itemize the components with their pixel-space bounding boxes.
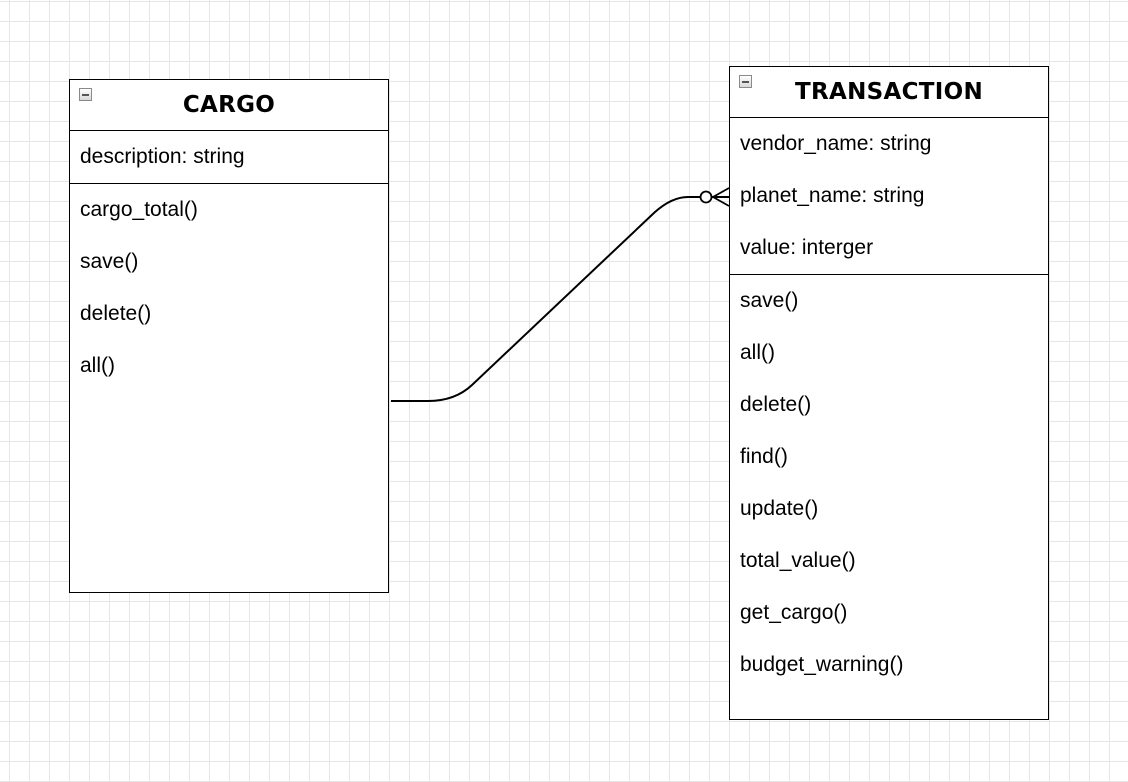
transaction-header[interactable]: TRANSACTION	[730, 67, 1048, 118]
method-row[interactable]: find()	[740, 445, 788, 468]
method-row[interactable]: save()	[80, 250, 139, 273]
method-row[interactable]: cargo_total()	[80, 198, 198, 221]
attribute-row[interactable]: planet_name: string	[740, 184, 925, 207]
method-row[interactable]: all()	[740, 341, 775, 364]
collapse-icon[interactable]	[79, 88, 92, 101]
method-row[interactable]: save()	[740, 289, 799, 312]
attribute-row[interactable]: description: string	[80, 145, 245, 168]
crows-foot-icon	[712, 187, 730, 207]
cargo-title: CARGO	[182, 92, 276, 118]
transaction-title: TRANSACTION	[794, 79, 984, 105]
attribute-row[interactable]: value: interger	[740, 236, 874, 259]
zero-cardinality-icon	[699, 190, 713, 204]
cargo-entity[interactable]: CARGO description: string cargo_total() …	[69, 79, 389, 593]
transaction-attributes: vendor_name: string planet_name: string …	[730, 118, 1048, 275]
method-row[interactable]: delete()	[740, 393, 812, 416]
method-row[interactable]: delete()	[80, 302, 152, 325]
collapse-icon[interactable]	[739, 75, 752, 88]
relationship-line[interactable]	[391, 196, 729, 402]
transaction-methods: save() all() delete() find() update() to…	[730, 275, 1048, 691]
method-row[interactable]: all()	[80, 354, 115, 377]
cargo-attributes: description: string	[70, 131, 388, 184]
method-row[interactable]: update()	[740, 497, 819, 520]
method-row[interactable]: budget_warning()	[740, 653, 904, 676]
cargo-methods: cargo_total() save() delete() all()	[70, 184, 388, 392]
transaction-entity[interactable]: TRANSACTION vendor_name: string planet_n…	[729, 66, 1049, 720]
cargo-header[interactable]: CARGO	[70, 80, 388, 131]
method-row[interactable]: get_cargo()	[740, 601, 848, 624]
method-row[interactable]: total_value()	[740, 549, 856, 572]
attribute-row[interactable]: vendor_name: string	[740, 132, 932, 155]
